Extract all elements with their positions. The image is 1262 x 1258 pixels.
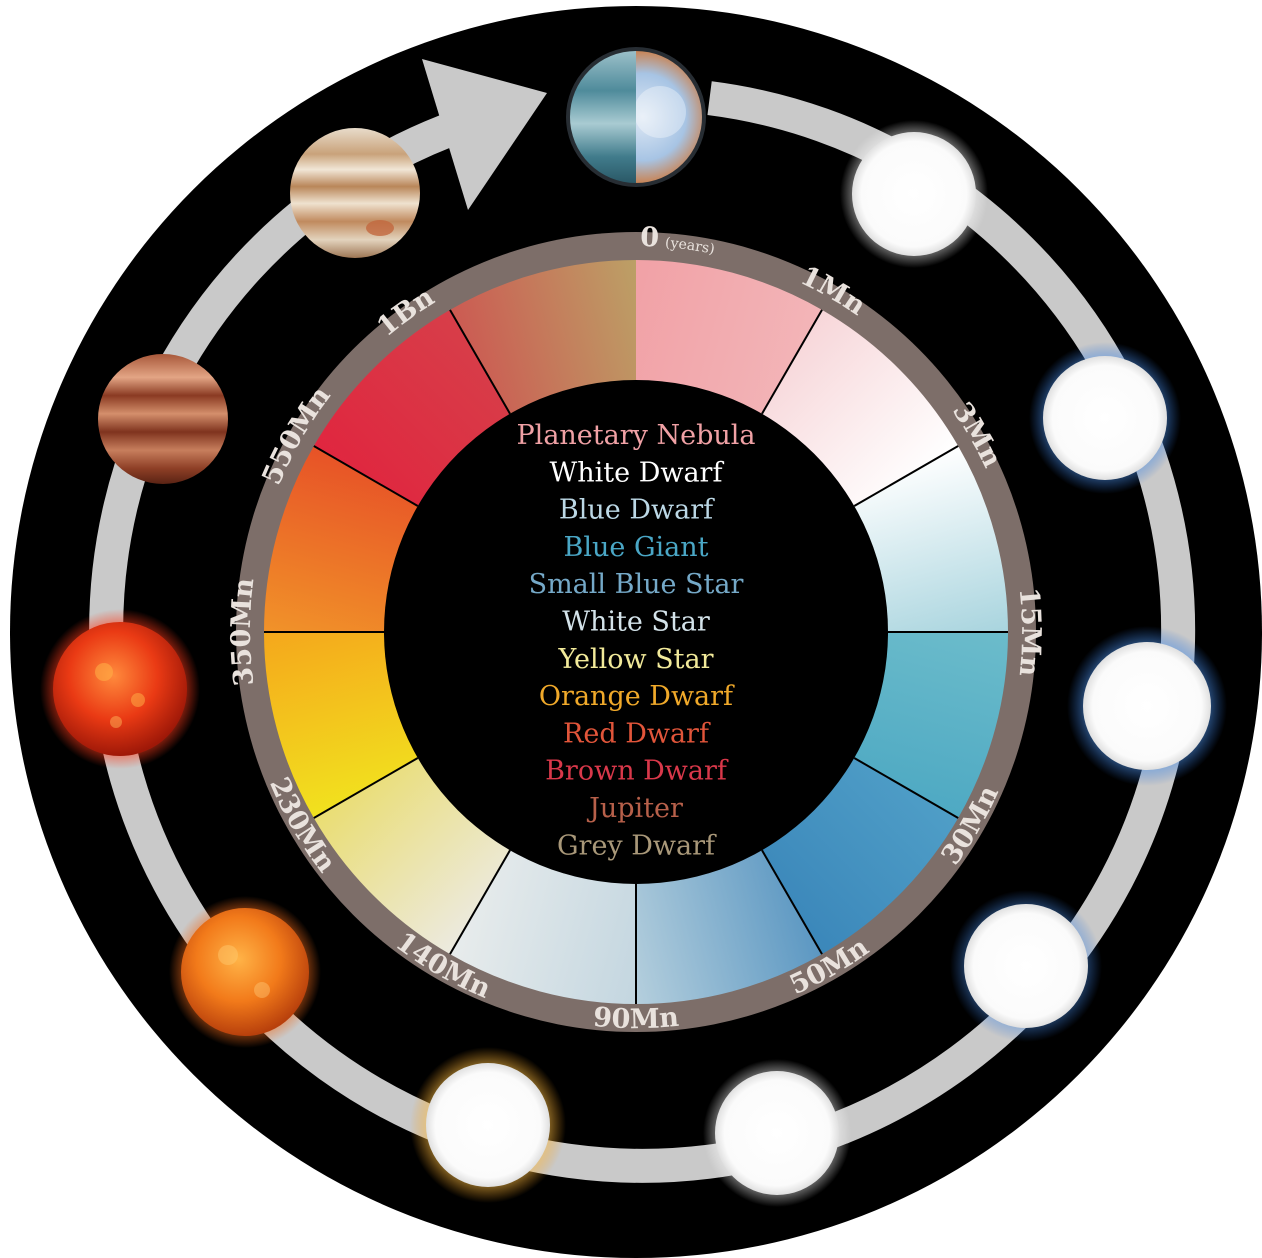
legend-item: Blue Giant [564,532,709,563]
orange-dwarf-icon [169,896,321,1048]
legend-item: White Star [562,607,710,638]
legend-item: Blue Dwarf [559,495,715,526]
timeline-label: 350Mn [226,576,261,687]
yellow-star-icon [410,1047,566,1203]
timeline-segment [264,632,420,818]
legend-item: Small Blue Star [529,569,744,600]
timeline-divider [761,309,823,415]
timeline-segments [264,260,1008,1004]
legend-item: Red Dwarf [563,718,711,749]
timeline-label: 15Mn [1013,586,1047,678]
white-dwarf-icon [840,120,988,268]
timeline-segment [852,446,1008,632]
timeline-divider [449,309,511,415]
blue-dwarf-icon [1029,342,1181,494]
brown-dwarf-icon [98,354,228,484]
inner-disc [384,380,888,884]
legend-item: Yellow Star [557,644,713,675]
timeline-divider [761,849,823,955]
timeline-segment [313,309,511,507]
timeline-divider [853,445,959,507]
timeline-divider [313,757,419,819]
legend-item: Brown Dwarf [545,756,729,787]
small-blue-star-icon [950,890,1102,1042]
timeline-segment [450,848,636,1004]
timeline-segment [636,260,822,416]
blue-giant-icon [1067,626,1227,786]
timeline-segment [264,446,420,632]
legend-item: Jupiter [586,793,683,824]
timeline-divider [313,445,419,507]
legend-item: White Dwarf [550,457,725,488]
timeline-divider [853,757,959,819]
timeline-segment [450,260,636,416]
celestial-bodies [40,47,1227,1207]
timeline-segment [761,309,959,507]
timeline-segment [852,632,1008,818]
legend-item: Grey Dwarf [557,830,717,861]
timeline-segment [636,848,822,1004]
timeline-dividers [264,309,1008,1004]
timeline-segment [761,757,959,955]
red-dwarf-icon [40,609,200,769]
timeline-divider [449,849,511,955]
legend-item: Planetary Nebula [517,420,756,451]
timeline-label: 90Mn [592,1002,681,1035]
arrow-icon [422,59,547,210]
white-star-icon [703,1059,851,1207]
legend-item: Orange Dwarf [539,681,735,712]
jupiter-icon [290,128,420,258]
planetary-nebula-icon [566,47,706,187]
timeline-segment [313,757,511,955]
